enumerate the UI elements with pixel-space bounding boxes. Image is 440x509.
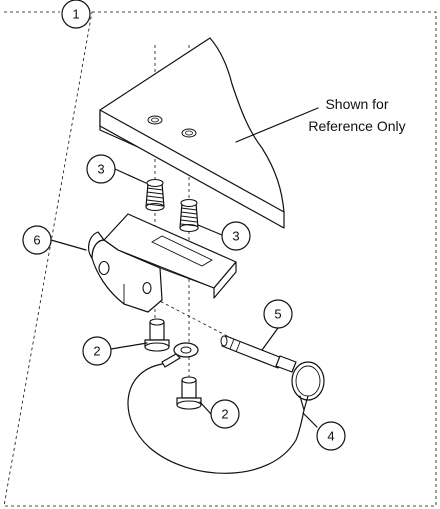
reference-plate [99,37,285,229]
note-leader [235,107,319,143]
svg-text:6: 6 [33,233,40,248]
ring-terminal [161,342,199,368]
leader-5 [261,327,279,351]
callout-5: 5 [263,299,293,329]
leader-4 [302,412,318,428]
svg-text:2: 2 [93,344,100,359]
svg-text:Reference Only: Reference Only [308,118,405,134]
leader-2-bottom [199,401,212,415]
callout-4: 4 [316,421,346,451]
leader-2-top [110,342,148,350]
lanyard-clip [299,395,309,411]
callout-2-top: 2 [82,336,112,366]
leader-6 [50,239,87,251]
svg-text:Shown for: Shown for [325,96,388,112]
pin-axis-line [149,295,236,341]
mounting-bracket [88,213,237,313]
callout-2-bottom: 2 [210,399,240,429]
leader-3-left [114,168,147,184]
quick-release-pin [220,335,325,401]
shoulder-bolt-bottom [176,376,202,410]
svg-text:3: 3 [232,229,239,244]
svg-text:4: 4 [327,429,334,444]
callout-6: 6 [22,225,52,255]
callout-3-right: 3 [221,221,251,251]
threaded-insert-right [179,198,199,233]
frame-callout: 1 [61,0,91,29]
threaded-insert-left [145,178,165,212]
svg-text:2: 2 [221,407,228,422]
shoulder-bolt-top [144,318,170,352]
svg-text:5: 5 [274,307,281,322]
reference-note: Shown for Reference Only [308,96,405,134]
leader-3-right [197,224,223,236]
callout-3-left: 3 [86,154,116,184]
svg-text:1: 1 [72,7,79,22]
dashed-frame [3,11,437,507]
svg-text:3: 3 [97,162,104,177]
lanyard-cable [127,363,305,474]
